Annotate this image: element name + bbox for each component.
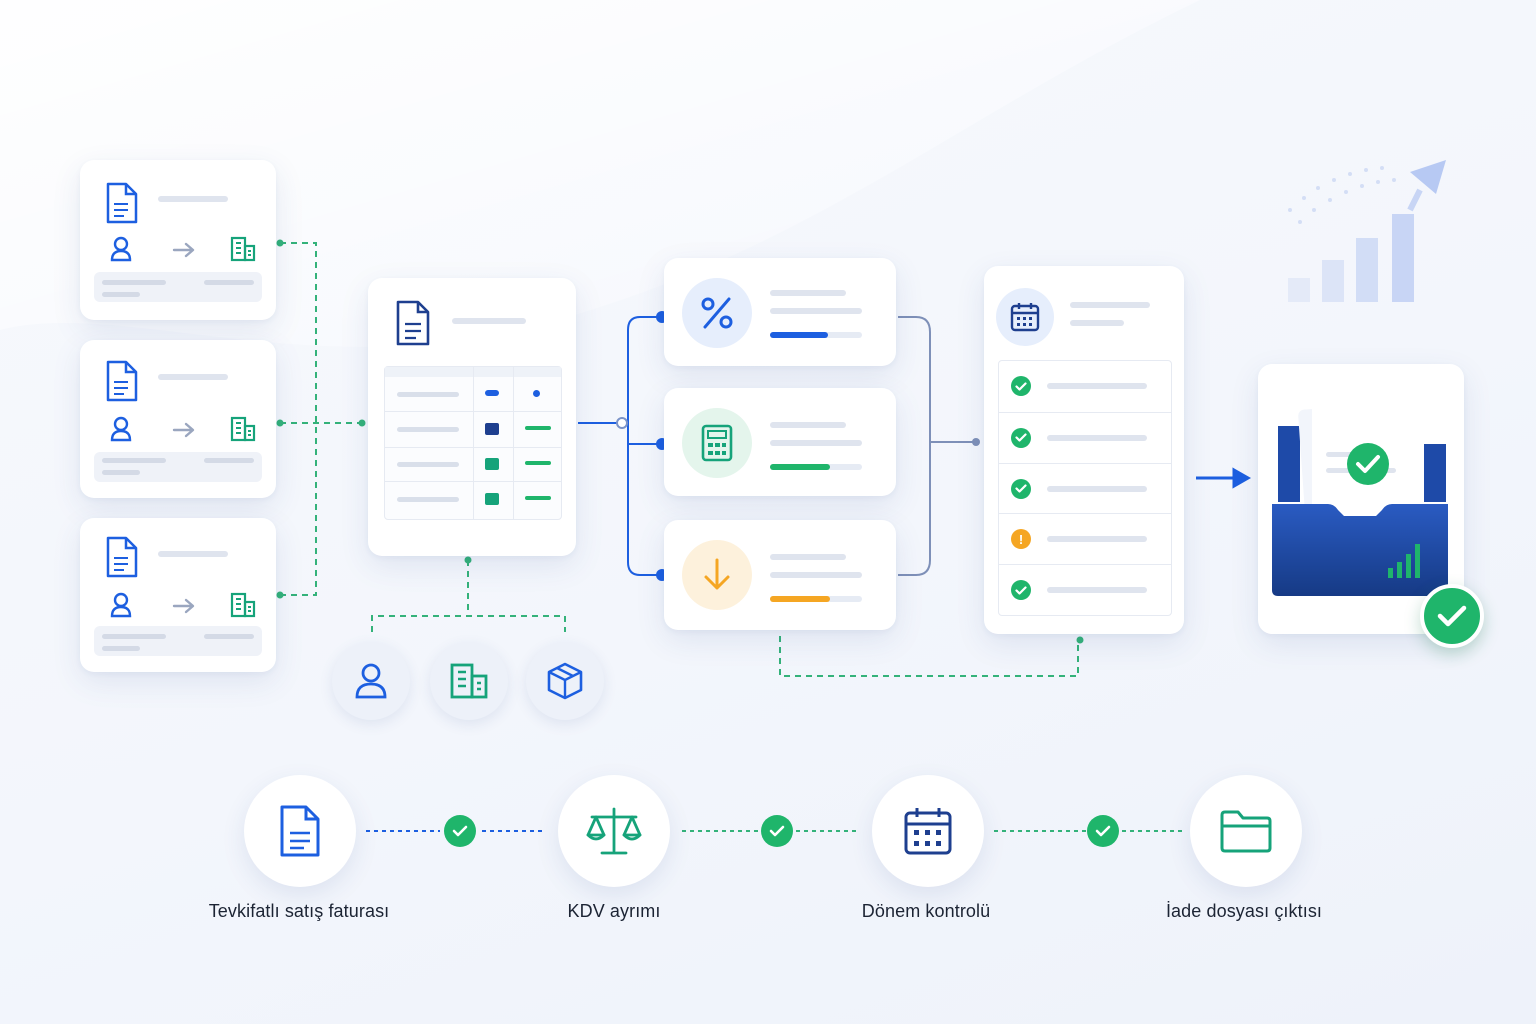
checklist-item	[999, 462, 1171, 515]
step-refund-output[interactable]	[1190, 775, 1302, 887]
checklist: !	[998, 360, 1172, 616]
refund-file-card[interactable]	[1258, 364, 1464, 634]
building-icon	[230, 416, 256, 442]
step-period-check[interactable]	[872, 775, 984, 887]
check-icon	[452, 825, 468, 837]
check-circle-icon	[1011, 478, 1031, 499]
entity-product[interactable]	[526, 642, 604, 720]
checklist-item-placeholder	[1047, 383, 1147, 389]
document-icon	[396, 300, 430, 346]
step-invoice[interactable]	[244, 775, 356, 887]
step-label-vat-split: KDV ayrımı	[567, 901, 661, 921]
calendar-icon	[1010, 303, 1040, 332]
invoice-card-2[interactable]	[80, 340, 276, 498]
document-icon	[106, 536, 138, 578]
check-circle-icon	[1011, 580, 1031, 601]
step-label-invoice: Tevkifatlı satış faturası	[208, 901, 390, 921]
checklist-item: !	[999, 513, 1171, 565]
building-icon	[450, 663, 488, 699]
success-badge	[1420, 584, 1484, 648]
arrow-down-icon	[704, 558, 730, 590]
warning-icon: !	[1011, 529, 1031, 550]
tax-card-deduction[interactable]	[664, 520, 896, 630]
package-icon	[547, 662, 583, 700]
user-icon	[110, 236, 132, 262]
entity-user[interactable]	[332, 642, 410, 720]
check-circle-icon	[1011, 376, 1031, 396]
check-icon	[1437, 605, 1467, 627]
user-icon	[355, 663, 387, 699]
growth-bars-decoration	[1288, 160, 1446, 302]
progress-fill-green	[770, 464, 830, 470]
check-circle-icon	[1011, 427, 1031, 448]
step-label-refund-output: İade dosyası çıktısı	[1165, 901, 1323, 921]
building-icon	[230, 236, 256, 262]
calendar-icon	[904, 808, 952, 855]
invoice-table-card[interactable]	[368, 278, 576, 556]
step-label-period-check: Dönem kontrolü	[861, 901, 991, 921]
step-check-2	[761, 815, 793, 847]
folder-icon	[1220, 810, 1272, 853]
percent-icon	[701, 297, 733, 329]
checklist-item	[999, 361, 1171, 412]
arrow-right-icon	[172, 242, 195, 258]
tax-card-calculation[interactable]	[664, 388, 896, 496]
building-icon	[230, 592, 256, 618]
deduction-badge	[682, 540, 752, 610]
document-icon	[106, 360, 138, 402]
arrow-right-icon	[172, 422, 195, 438]
checklist-item-placeholder	[1047, 587, 1147, 594]
scale-icon	[586, 807, 642, 855]
period-check-card[interactable]: !	[984, 266, 1184, 634]
check-icon	[769, 825, 785, 837]
document-icon	[106, 182, 138, 224]
folder-with-documents-icon	[1272, 398, 1448, 596]
checklist-item	[999, 411, 1171, 464]
checklist-item-placeholder	[1047, 434, 1147, 441]
entity-company[interactable]	[430, 642, 508, 720]
check-icon	[1095, 825, 1111, 837]
progress-fill-orange	[770, 596, 830, 602]
invoice-card-3[interactable]	[80, 518, 276, 672]
user-icon	[110, 416, 132, 442]
invoice-table	[384, 366, 562, 520]
invoice-card-1[interactable]	[80, 160, 276, 320]
tax-card-withholding[interactable]	[664, 258, 896, 366]
step-check-3	[1087, 815, 1119, 847]
checklist-item-placeholder	[1047, 536, 1147, 543]
step-vat-split[interactable]	[558, 775, 670, 887]
document-icon	[280, 805, 320, 857]
step-check-1	[444, 815, 476, 847]
calculator-badge	[682, 408, 752, 478]
checklist-item	[999, 564, 1171, 616]
calendar-badge	[996, 288, 1054, 346]
checklist-item-placeholder	[1047, 485, 1147, 492]
user-icon	[110, 592, 132, 618]
arrow-right-icon	[172, 598, 195, 614]
percent-badge	[682, 278, 752, 348]
progress-fill-blue	[770, 332, 828, 338]
calculator-icon	[701, 424, 733, 462]
